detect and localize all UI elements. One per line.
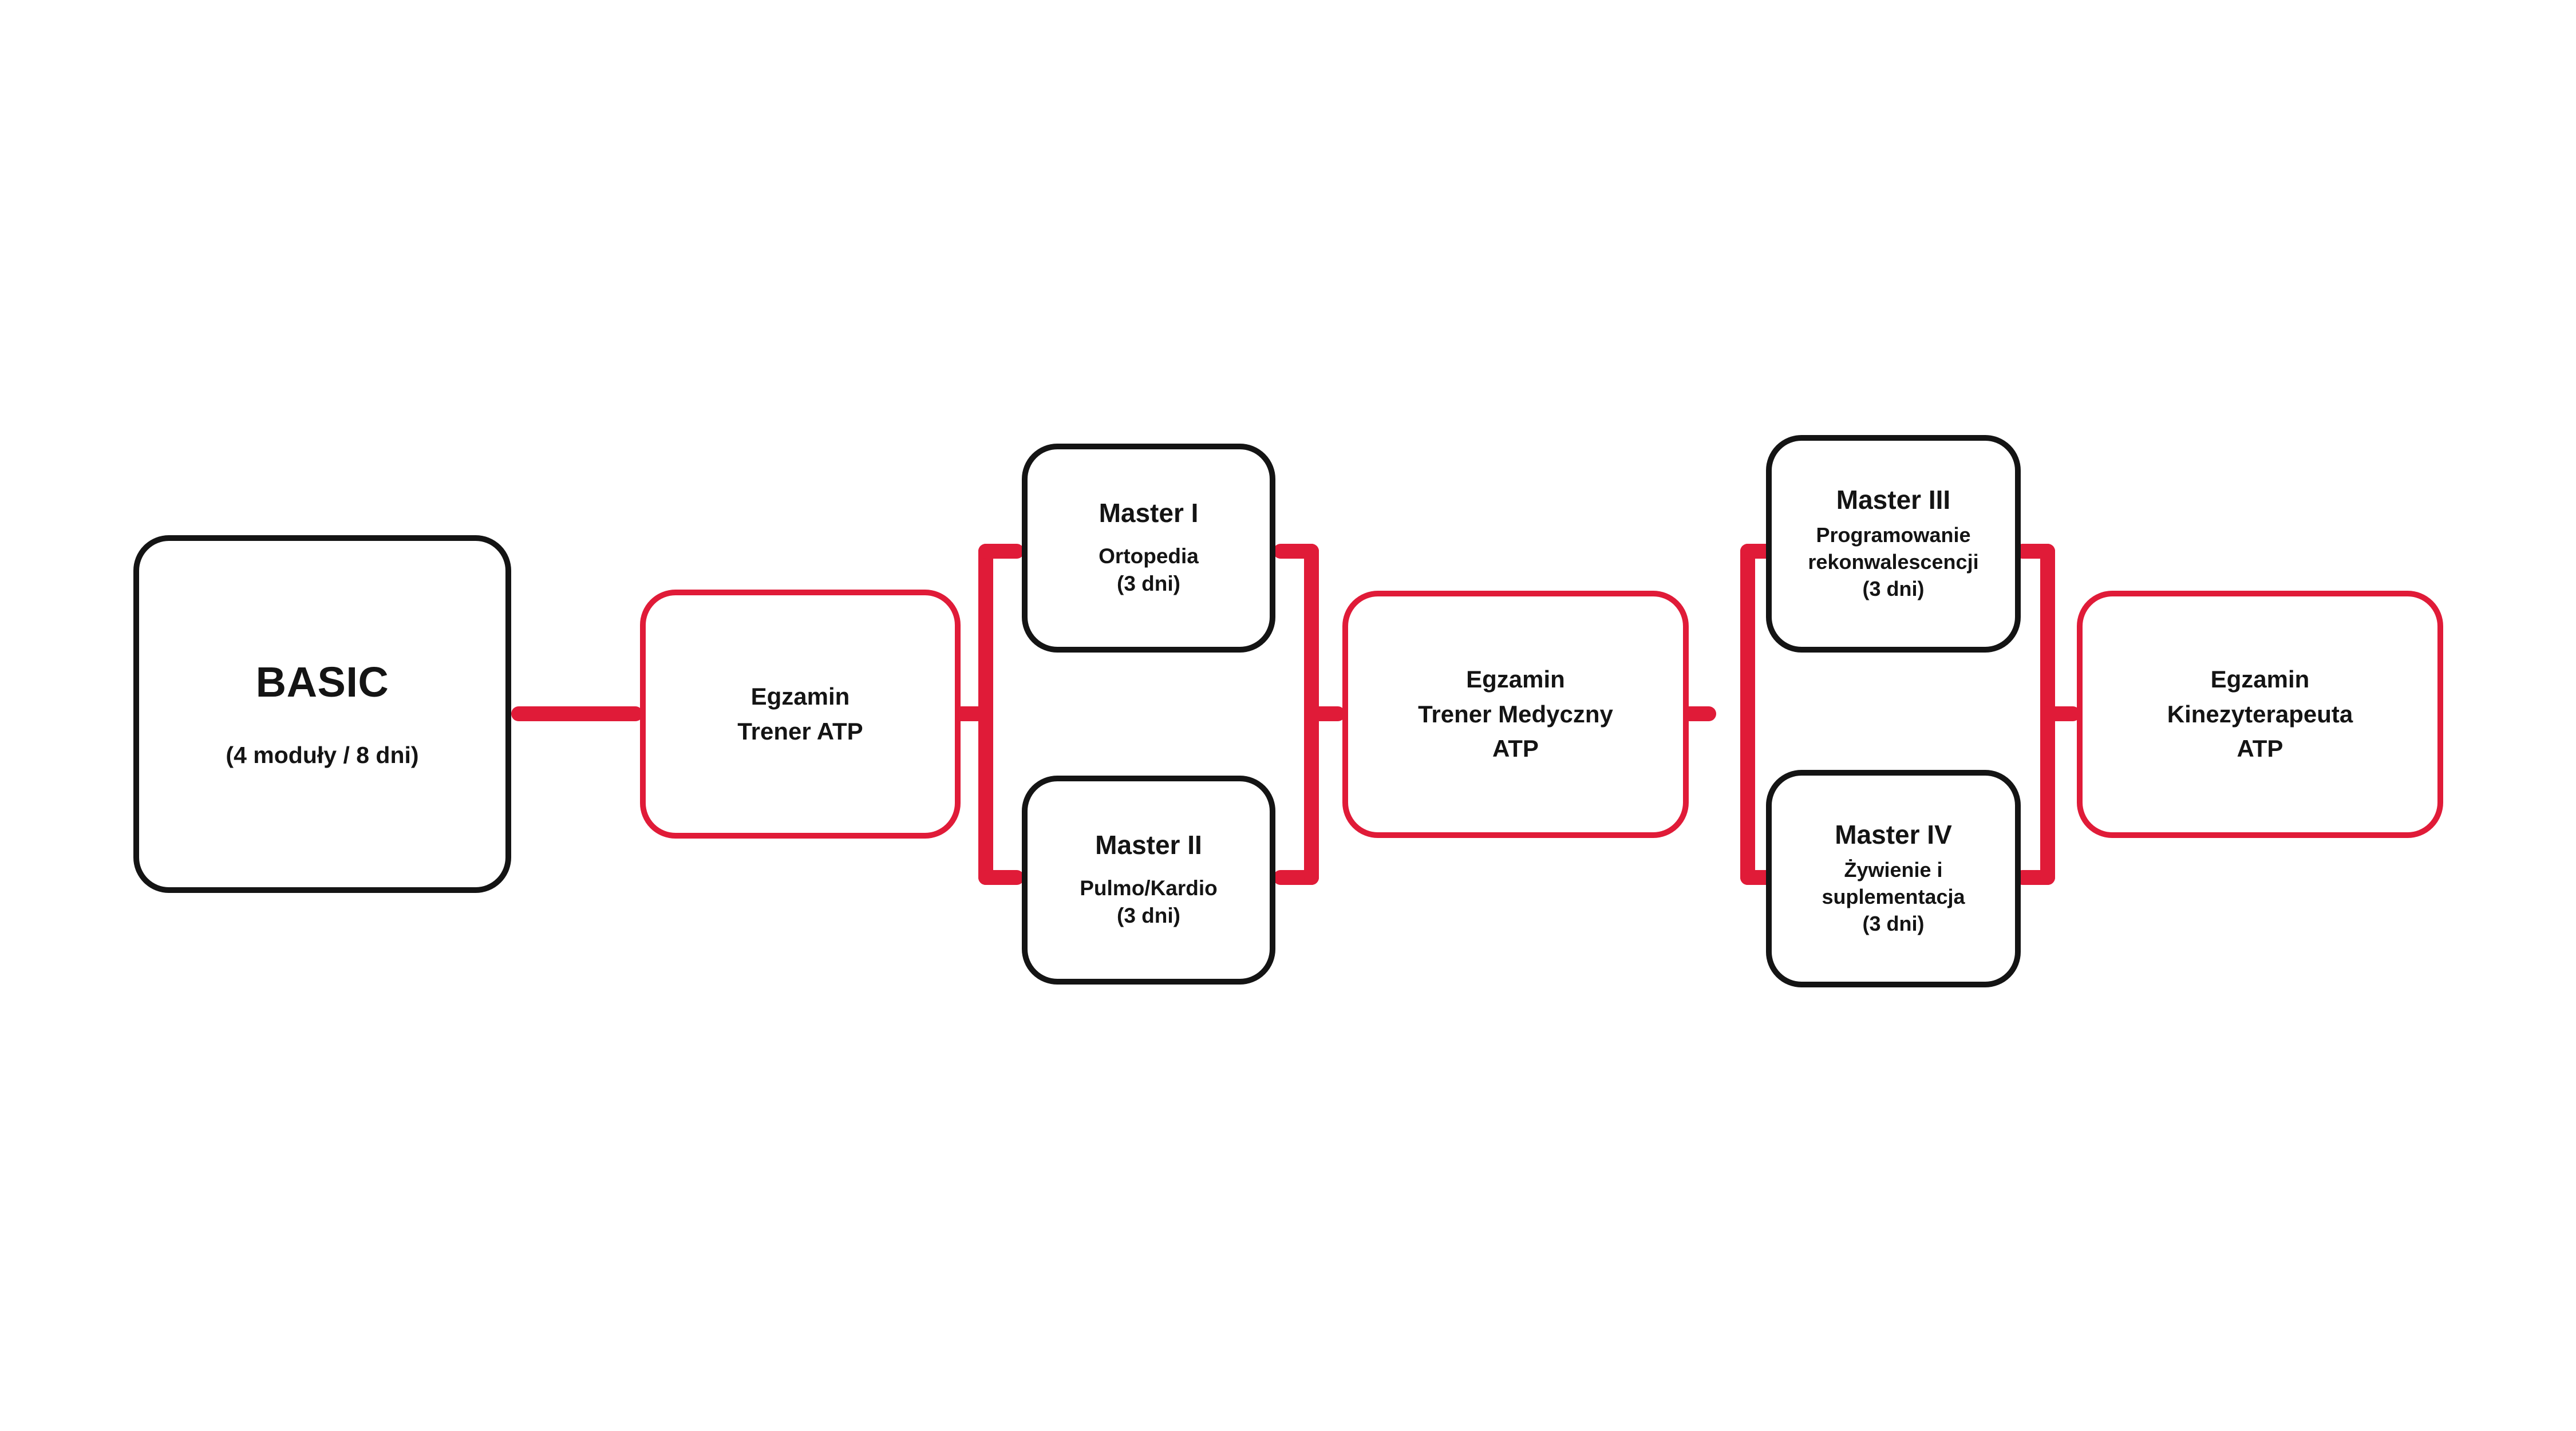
- node-exam-kinezyterapeuta-atp-line3: ATP: [2237, 735, 2283, 762]
- node-master-ii-title: Master II: [1095, 830, 1202, 860]
- node-exam-trener-medyczny-atp-line1: Egzamin: [1466, 665, 1565, 693]
- node-master-i-subtitle: Ortopedia: [1099, 544, 1199, 568]
- node-master-iv-subtitle-line2: suplementacja: [1822, 884, 1965, 908]
- node-master-ii[interactable]: Master II Pulmo/Kardio (3 dni): [1022, 776, 1275, 985]
- node-master-iv[interactable]: Master IV Żywienie i suplementacja (3 dn…: [1766, 770, 2021, 987]
- node-master-iii-days: (3 dni): [1862, 576, 1925, 600]
- node-master-iii-subtitle-line1: Programowanie: [1816, 523, 1971, 547]
- node-master-iii[interactable]: Master III Programowanie rekonwalescencj…: [1766, 435, 2021, 653]
- bracket-stem-right: [2040, 706, 2080, 721]
- node-exam-kinezyterapeuta-atp-line2: Kinezyterapeuta: [2167, 700, 2353, 728]
- node-exam-trener-medyczny-atp[interactable]: Egzamin Trener Medyczny ATP: [1342, 591, 1689, 838]
- bracket-spine: [1740, 544, 1755, 885]
- node-master-iii-subtitle-line2: rekonwalescencji: [1808, 550, 1979, 574]
- bracket-stem-right: [1304, 706, 1345, 721]
- node-master-ii-days: (3 dni): [1117, 903, 1180, 927]
- node-exam-trener-atp[interactable]: Egzamin Trener ATP: [640, 590, 961, 839]
- node-master-i-title: Master I: [1099, 498, 1199, 528]
- node-master-iii-title: Master III: [1836, 484, 1951, 515]
- node-exam-trener-medyczny-atp-line3: ATP: [1492, 735, 1539, 762]
- bracket-spine: [978, 544, 993, 885]
- node-exam-trener-atp-line1: Egzamin: [750, 682, 850, 710]
- node-master-i[interactable]: Master I Ortopedia (3 dni): [1022, 444, 1275, 653]
- bracket-arm-bottom: [978, 870, 1024, 885]
- node-master-iv-subtitle-line1: Żywienie i: [1844, 858, 1943, 882]
- node-exam-kinezyterapeuta-atp-line1: Egzamin: [2210, 665, 2310, 693]
- bracket-arm-top: [978, 544, 1024, 559]
- node-master-ii-subtitle: Pulmo/Kardio: [1080, 876, 1218, 900]
- node-basic-subtitle: (4 moduły / 8 dni): [226, 741, 419, 768]
- node-exam-trener-atp-line2: Trener ATP: [737, 717, 863, 745]
- connector-basic-to-exam-trener: [511, 706, 643, 721]
- node-exam-trener-medyczny-atp-line2: Trener Medyczny: [1418, 700, 1613, 728]
- node-master-iv-title: Master IV: [1835, 819, 1952, 849]
- node-basic-title: BASIC: [255, 658, 389, 706]
- node-exam-kinezyterapeuta-atp[interactable]: Egzamin Kinezyterapeuta ATP: [2077, 591, 2443, 838]
- node-basic[interactable]: BASIC (4 moduły / 8 dni): [133, 535, 511, 893]
- node-master-iv-days: (3 dni): [1862, 911, 1925, 935]
- node-master-i-days: (3 dni): [1117, 571, 1180, 595]
